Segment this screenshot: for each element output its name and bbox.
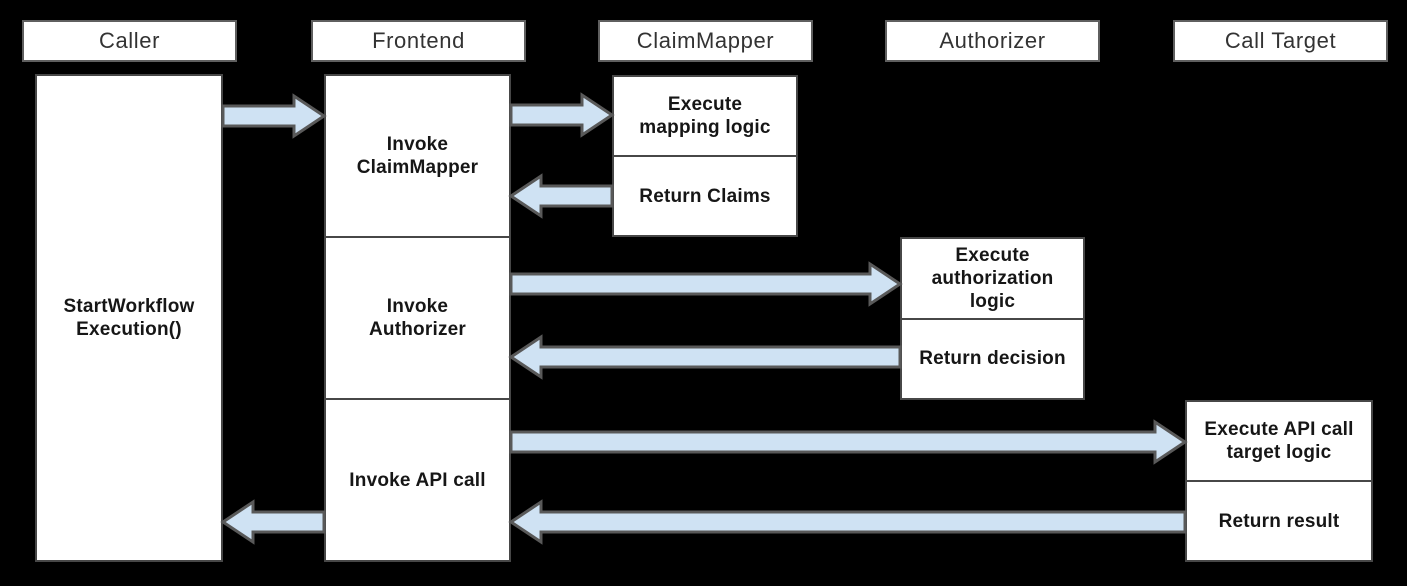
node-return-claims-label: Return Claims	[614, 155, 796, 235]
arrow-claimmapper-to-frontend-icon	[508, 173, 614, 219]
lane-header-authorizer: Authorizer	[885, 20, 1100, 62]
node-calltarget-activity: Execute API call target logic Return res…	[1185, 400, 1373, 562]
lane-header-claimmapper: ClaimMapper	[598, 20, 813, 62]
node-return-result-label: Return result	[1187, 480, 1371, 560]
arrow-caller-to-frontend-icon	[221, 93, 327, 139]
node-return-decision-label: Return decision	[902, 317, 1083, 399]
node-caller-activity: StartWorkflow Execution()	[35, 74, 223, 562]
node-invoke-authorizer-label: Invoke Authorizer	[326, 236, 509, 398]
arrow-frontend-to-caller-icon	[220, 499, 326, 545]
lane-header-calltarget: Call Target	[1173, 20, 1388, 62]
node-invoke-claimmapper-label: Invoke ClaimMapper	[356, 134, 479, 178]
node-invoke-api-call-label: Invoke API call	[326, 398, 509, 560]
arrow-frontend-to-claimmapper-icon	[509, 92, 615, 138]
node-execute-api-call-target-logic-label: Execute API call target logic	[1204, 419, 1354, 463]
arrow-calltarget-to-frontend-icon	[508, 499, 1187, 545]
lane-header-frontend: Frontend	[311, 20, 526, 62]
node-startworkflowexecution-label: StartWorkflow Execution()	[63, 296, 195, 340]
arrow-frontend-to-calltarget-icon	[509, 419, 1188, 465]
arrow-authorizer-to-frontend-icon	[508, 334, 902, 380]
node-frontend-activity: Invoke ClaimMapper Invoke Authorizer Inv…	[324, 74, 511, 562]
lane-header-caller: Caller	[22, 20, 237, 62]
node-execute-authorization-logic-label: Execute authorization logic	[931, 244, 1054, 312]
node-authorizer-activity: Execute authorization logic Return decis…	[900, 237, 1085, 400]
node-execute-mapping-logic-label: Execute mapping logic	[639, 94, 771, 138]
node-claimmapper-activity: Execute mapping logic Return Claims	[612, 75, 798, 237]
arrow-frontend-to-authorizer-icon	[509, 261, 903, 307]
